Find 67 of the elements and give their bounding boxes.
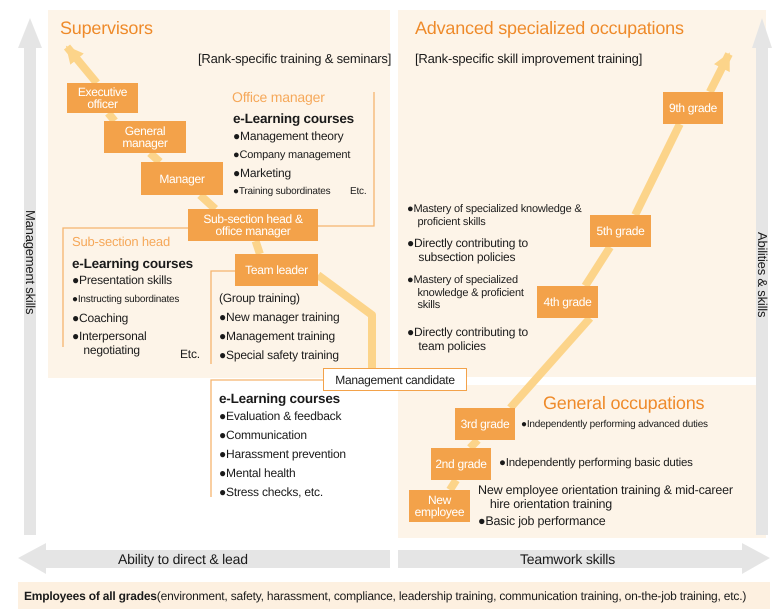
- grade-box: Manager: [141, 162, 223, 195]
- list-item: ●Mental health: [219, 467, 296, 481]
- list-item: ●Instructing subordinates: [72, 294, 180, 306]
- grade-box: 3rd grade: [455, 408, 515, 440]
- grade-box: 5th grade: [590, 215, 651, 247]
- list-item: ●Company management: [233, 149, 350, 162]
- list-item: ●Basic job performance: [478, 514, 606, 528]
- grade-box: Sub-section head & office manager: [188, 209, 318, 241]
- grade-box: 2nd grade: [431, 448, 491, 480]
- grade-box: Team leader: [235, 254, 318, 286]
- progression-line: [632, 122, 684, 217]
- list-heading: e-Learning courses: [233, 111, 354, 127]
- list-item: ●Mastery of specialized knowledge & proficient skills: [407, 203, 582, 228]
- progression-arrow: [706, 52, 733, 94]
- section-heading: Advanced specialized occupations: [415, 18, 684, 39]
- grade-box: Executive officer: [67, 83, 138, 113]
- list-heading: (Group training): [219, 292, 300, 306]
- section-panel: [398, 385, 766, 538]
- list-item: ●Coaching: [72, 312, 128, 326]
- note: New employee orientation training & mid-career hire orientation training: [478, 483, 734, 512]
- progression-line: [446, 478, 460, 492]
- list-item: ●Management theory: [233, 130, 344, 144]
- progression-line: [252, 240, 264, 256]
- list-item: ●Presentation skills: [72, 274, 172, 288]
- grade-box: New employee: [409, 490, 470, 522]
- list-item: ●Interpersonal negotiating: [72, 330, 148, 358]
- progression-line: [467, 437, 481, 451]
- list-item: ●Management training: [219, 330, 335, 344]
- progression-arrow: [64, 44, 100, 86]
- axis-label: Management skills: [22, 210, 37, 314]
- list-item: ●New manager training: [219, 311, 340, 325]
- list-item: ●Stress checks, etc.: [219, 486, 323, 500]
- grade-box: General manager: [104, 121, 186, 153]
- section-subheading: [Rank-specific training & seminars]: [198, 52, 392, 67]
- list-item: ●Communication: [219, 429, 307, 443]
- axis-label: Abilities & skills: [754, 232, 769, 318]
- note: Etc.: [180, 348, 200, 362]
- axis-label: Teamwork skills: [520, 551, 616, 568]
- grade-box: 4th grade: [537, 286, 598, 318]
- list-item: ●Harassment prevention: [219, 448, 346, 462]
- list-item: ●Training subordinates: [233, 186, 330, 198]
- list-item: ●Evaluation & feedback: [219, 410, 342, 424]
- section-panel: [398, 10, 766, 377]
- progression-line: [507, 315, 594, 411]
- list-item: ●Special safety training: [219, 349, 339, 363]
- progression-line: [316, 272, 376, 368]
- list-item: ●Directly contributing to subsection policies: [407, 237, 529, 265]
- section-heading: General occupations: [543, 393, 704, 414]
- progression-line: [197, 192, 218, 212]
- section-subheading: [Rank-specific skill improvement training]: [415, 52, 642, 67]
- section-heading: Supervisors: [60, 18, 153, 39]
- list-item: ●Marketing: [233, 167, 291, 181]
- note: Etc.: [350, 186, 366, 198]
- list-heading: e-Learning courses: [72, 256, 193, 272]
- list-heading: Office manager: [232, 89, 325, 106]
- list-heading: Sub-section head: [72, 235, 170, 250]
- progression-line: [147, 150, 163, 165]
- list-item: ●Mastery of specialized knowledge & proficient skills: [407, 274, 525, 312]
- progression-line: [105, 110, 118, 124]
- grade-box: 9th grade: [663, 92, 723, 124]
- info-band: Employees of all grades(environment, safety, harassment, compliance, leadership training, communication training, on-the-job training, etc.): [18, 582, 770, 609]
- axis-label: Ability to direct & lead: [118, 551, 248, 568]
- grade-box: Management candidate: [323, 368, 467, 391]
- list-item: ●Directly contributing to team policies: [407, 326, 529, 354]
- list-item: ●Independently performing basic duties: [499, 457, 693, 470]
- progression-line: [582, 244, 614, 288]
- list-heading: e-Learning courses: [219, 391, 340, 407]
